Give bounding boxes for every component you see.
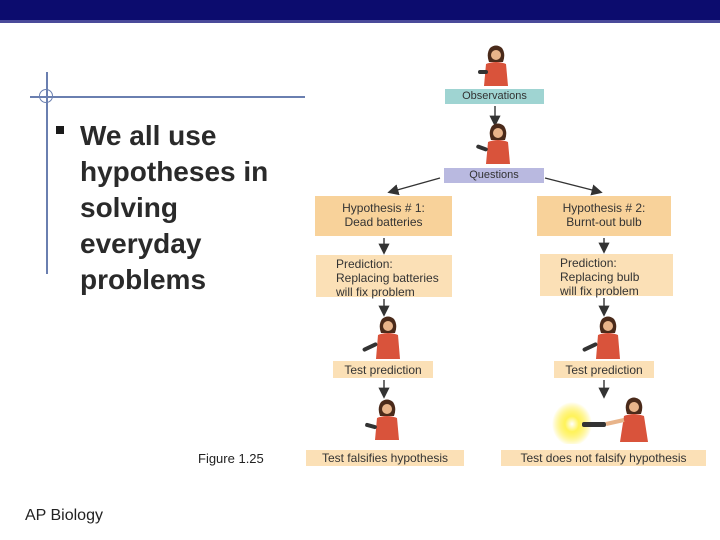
vertical-rule [46, 72, 48, 274]
bullet-text: We all use hypotheses in solving everyda… [80, 120, 269, 295]
result-2-box: Test does not falsify hypothesis [501, 450, 706, 466]
questions-box: Questions [444, 168, 544, 183]
prediction-2-line-2: will fix problem [560, 284, 639, 298]
person-with-flashlight-icon [365, 399, 399, 440]
square-bullet-icon [56, 126, 64, 134]
test-prediction-1-box: Test prediction [333, 361, 433, 378]
person-with-flashlight-icon [582, 316, 620, 359]
person-with-lit-flashlight-icon [552, 397, 648, 444]
title-bar [0, 0, 720, 20]
arrow-questions-to-hypothesis-1 [387, 177, 441, 196]
hypothesis-1-text: Dead batteries [344, 215, 423, 229]
observations-box: Observations [445, 89, 544, 104]
prediction-1-title: Prediction: [336, 257, 393, 271]
prediction-2-title: Prediction: [560, 256, 617, 270]
result-1-box: Test falsifies hypothesis [306, 450, 464, 466]
crosshair-icon [39, 89, 53, 103]
prediction-2-line-1: Replacing bulb [560, 270, 640, 284]
test-prediction-2-box: Test prediction [554, 361, 654, 378]
hypothesis-2-title: Hypothesis # 2: [562, 201, 646, 215]
arrow-questions-to-hypothesis-2 [544, 177, 603, 196]
horizontal-rule [30, 96, 305, 98]
prediction-2-box: Prediction: Replacing bulb will fix prob… [540, 254, 673, 298]
footer-label: AP Biology [25, 507, 103, 524]
person-with-flashlight-icon [478, 45, 508, 86]
title-bar-stripe [0, 20, 720, 23]
hypothesis-1-title: Hypothesis # 1: [342, 201, 425, 215]
person-with-flashlight-icon [362, 316, 400, 359]
figure-caption: Figure 1.25 [198, 451, 264, 466]
prediction-1-line-1: Replacing batteries [336, 271, 439, 285]
hypothesis-2-text: Burnt-out bulb [566, 215, 642, 229]
person-with-flashlight-icon [476, 123, 510, 164]
prediction-1-box: Prediction: Replacing batteries will fix… [316, 255, 452, 299]
prediction-1-line-2: will fix problem [336, 285, 415, 299]
hypothesis-2-box: Hypothesis # 2: Burnt-out bulb [537, 196, 671, 236]
hypothesis-1-box: Hypothesis # 1: Dead batteries [315, 196, 452, 236]
